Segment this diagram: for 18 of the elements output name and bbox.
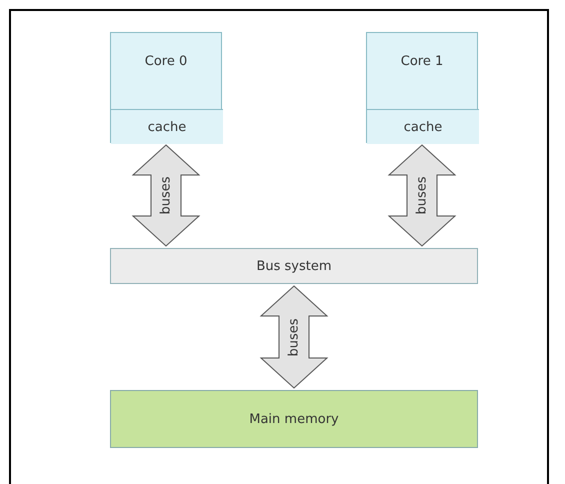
edge-label: buses — [160, 176, 172, 215]
node-label: cache — [404, 120, 442, 134]
memory-box — [110, 390, 478, 448]
double-arrow — [388, 144, 456, 247]
node-label: Bus system — [256, 260, 332, 272]
core-box — [110, 32, 222, 143]
double-arrow — [132, 144, 200, 247]
edge-label: buses — [416, 176, 428, 215]
double-arrow — [260, 285, 328, 389]
bus-box — [110, 248, 478, 284]
edge-label: buses — [288, 318, 300, 356]
node-label: Core 1 — [400, 55, 444, 68]
node-label: Main memory — [249, 412, 339, 426]
cache-box — [367, 109, 479, 144]
cache-box — [111, 109, 223, 144]
node-label: Core 0 — [144, 55, 188, 68]
core-box — [366, 32, 478, 143]
node-label: cache — [148, 120, 186, 134]
